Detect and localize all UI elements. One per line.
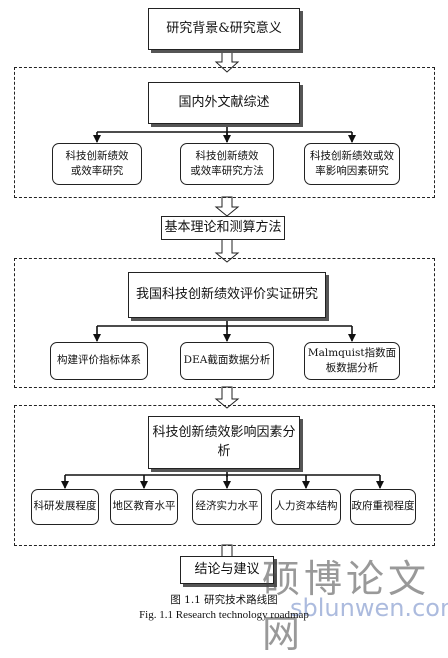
literature-child-1-label: 科技创新绩效 或效率研究 bbox=[65, 149, 129, 177]
factor-child-5: 政府重视程度 bbox=[350, 489, 416, 525]
factor-child-4-label: 人力资本结构 bbox=[274, 500, 338, 513]
flow-arrow-4 bbox=[214, 386, 240, 409]
empirical-study-label: 我国科技创新绩效评价实证研究 bbox=[135, 286, 318, 302]
literature-review-label: 国内外文献综述 bbox=[178, 94, 270, 110]
literature-child-2-label: 科技创新绩效 或效率研究方法 bbox=[190, 149, 264, 177]
empirical-child-3: Malmquist指数面 板数据分析 bbox=[304, 342, 400, 380]
theory-methods-box: 基本理论和测算方法 bbox=[161, 216, 285, 240]
figure-caption-cn: 图 1.1 研究技术路线图 bbox=[170, 594, 278, 606]
empirical-study-box: 我国科技创新绩效评价实证研究 bbox=[128, 272, 326, 318]
section1-frame bbox=[14, 67, 435, 198]
figure-caption-en: Fig. 1.1 Research technology roadmap bbox=[139, 609, 309, 621]
theory-methods-label: 基本理论和测算方法 bbox=[164, 219, 282, 235]
conclusion-box: 结论与建议 bbox=[180, 556, 274, 584]
factor-child-4: 人力资本结构 bbox=[271, 489, 341, 525]
research-background-label: 研究背景&研究意义 bbox=[166, 20, 282, 36]
factor-child-1: 科研发展程度 bbox=[31, 489, 99, 525]
factor-child-5-label: 政府重视程度 bbox=[351, 500, 415, 513]
influencing-factors-label: 科技创新绩效影响因素分析 bbox=[152, 424, 296, 459]
empirical-child-1-label: 构建评价指标体系 bbox=[57, 354, 141, 367]
factor-child-2: 地区教育水平 bbox=[110, 489, 178, 525]
flow-arrow-3 bbox=[214, 238, 240, 263]
factor-child-1-label: 科研发展程度 bbox=[33, 500, 97, 513]
empirical-child-1: 构建评价指标体系 bbox=[50, 342, 148, 380]
research-background-box: 研究背景&研究意义 bbox=[148, 8, 300, 50]
conclusion-label: 结论与建议 bbox=[194, 561, 260, 577]
literature-review-box: 国内外文献综述 bbox=[148, 82, 300, 124]
factor-child-2-label: 地区教育水平 bbox=[112, 500, 176, 513]
section2-frame bbox=[14, 258, 435, 388]
factor-child-3: 经济实力水平 bbox=[192, 489, 262, 525]
influencing-factors-box: 科技创新绩效影响因素分析 bbox=[148, 416, 300, 469]
literature-child-3: 科技创新绩效或效 率影响因素研究 bbox=[304, 143, 400, 185]
factor-child-3-label: 经济实力水平 bbox=[195, 500, 259, 513]
empirical-child-3-label: Malmquist指数面 板数据分析 bbox=[307, 346, 397, 374]
section3-frame bbox=[14, 405, 435, 546]
flow-arrow-2 bbox=[214, 196, 240, 217]
literature-child-1: 科技创新绩效 或效率研究 bbox=[52, 143, 142, 185]
literature-child-2: 科技创新绩效 或效率研究方法 bbox=[180, 143, 274, 185]
literature-child-3-label: 科技创新绩效或效 率影响因素研究 bbox=[310, 149, 394, 177]
watermark-url: sblunwen.com bbox=[290, 594, 448, 622]
empirical-child-2: DEA截面数据分析 bbox=[180, 342, 274, 380]
empirical-child-2-label: DEA截面数据分析 bbox=[183, 354, 271, 367]
